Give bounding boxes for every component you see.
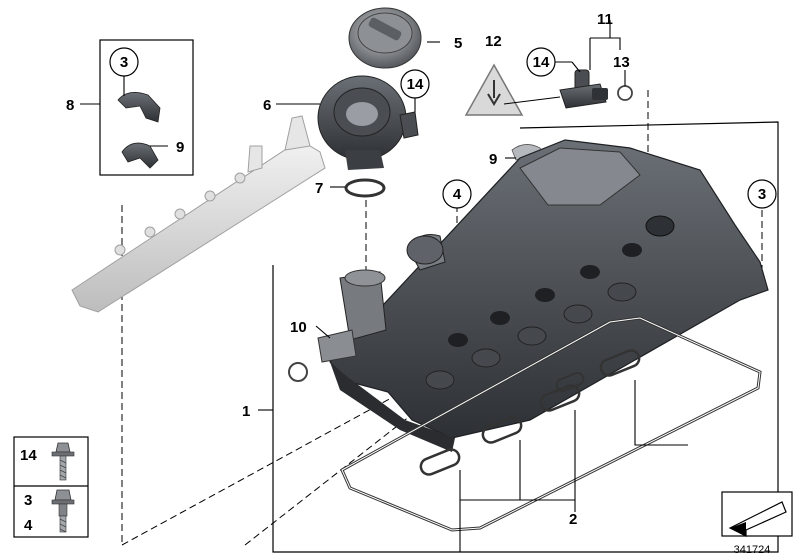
legend-label-14: 14 bbox=[20, 447, 37, 464]
callout-14-cap: 14 bbox=[400, 69, 430, 99]
callout-2: 2 bbox=[569, 511, 577, 528]
diagram-id-box bbox=[721, 491, 793, 537]
esd-warning-icon bbox=[464, 63, 561, 116]
cylinder-head-cover bbox=[317, 139, 769, 452]
clamp-box bbox=[99, 39, 194, 176]
clamp-upper bbox=[117, 92, 161, 123]
callout-1: 1 bbox=[242, 403, 250, 420]
clamp-lower bbox=[121, 142, 159, 169]
callout-14-sensor: 14 bbox=[526, 47, 556, 77]
bolt-3-4-icon bbox=[51, 489, 75, 533]
callout-8: 8 bbox=[66, 97, 74, 114]
bolt-legend-frame bbox=[13, 436, 89, 538]
oil-filler-cap bbox=[348, 7, 422, 69]
o-ring-10 bbox=[288, 362, 308, 382]
bolt-14-icon bbox=[51, 442, 75, 481]
fuel-rail bbox=[71, 115, 326, 313]
callout-7: 7 bbox=[315, 180, 323, 197]
callout-13: 13 bbox=[613, 54, 630, 71]
o-ring-13 bbox=[617, 85, 633, 101]
callout-3-right: 3 bbox=[747, 179, 777, 209]
callout-11: 11 bbox=[597, 11, 613, 28]
bolt-legend: 14 3 4 bbox=[13, 436, 89, 538]
oil-separator bbox=[317, 75, 419, 170]
svg-text:4: 4 bbox=[453, 186, 462, 203]
leader-lines bbox=[80, 20, 688, 552]
callout-12: 12 bbox=[485, 33, 502, 50]
spark-plug-seals bbox=[419, 349, 641, 476]
callout-10: 10 bbox=[290, 319, 307, 336]
callout-6: 6 bbox=[263, 97, 271, 114]
callout-5: 5 bbox=[454, 35, 462, 52]
diagram-number: 341724 bbox=[734, 544, 771, 556]
callout-9-left: 9 bbox=[176, 139, 184, 156]
camshaft-sensor bbox=[559, 69, 608, 109]
o-ring-7 bbox=[344, 178, 386, 198]
legend-label-4: 4 bbox=[24, 517, 33, 534]
svg-text:14: 14 bbox=[407, 76, 424, 93]
callout-9-right: 9 bbox=[489, 151, 497, 168]
callout-3-left: 3 bbox=[109, 47, 139, 77]
svg-text:3: 3 bbox=[758, 186, 766, 203]
gasket-profile bbox=[340, 316, 762, 532]
svg-text:14: 14 bbox=[533, 54, 550, 71]
assembly-frame bbox=[272, 121, 779, 553]
callout-4: 4 bbox=[442, 179, 472, 209]
svg-text:3: 3 bbox=[120, 54, 128, 71]
legend-label-3: 3 bbox=[24, 492, 32, 509]
